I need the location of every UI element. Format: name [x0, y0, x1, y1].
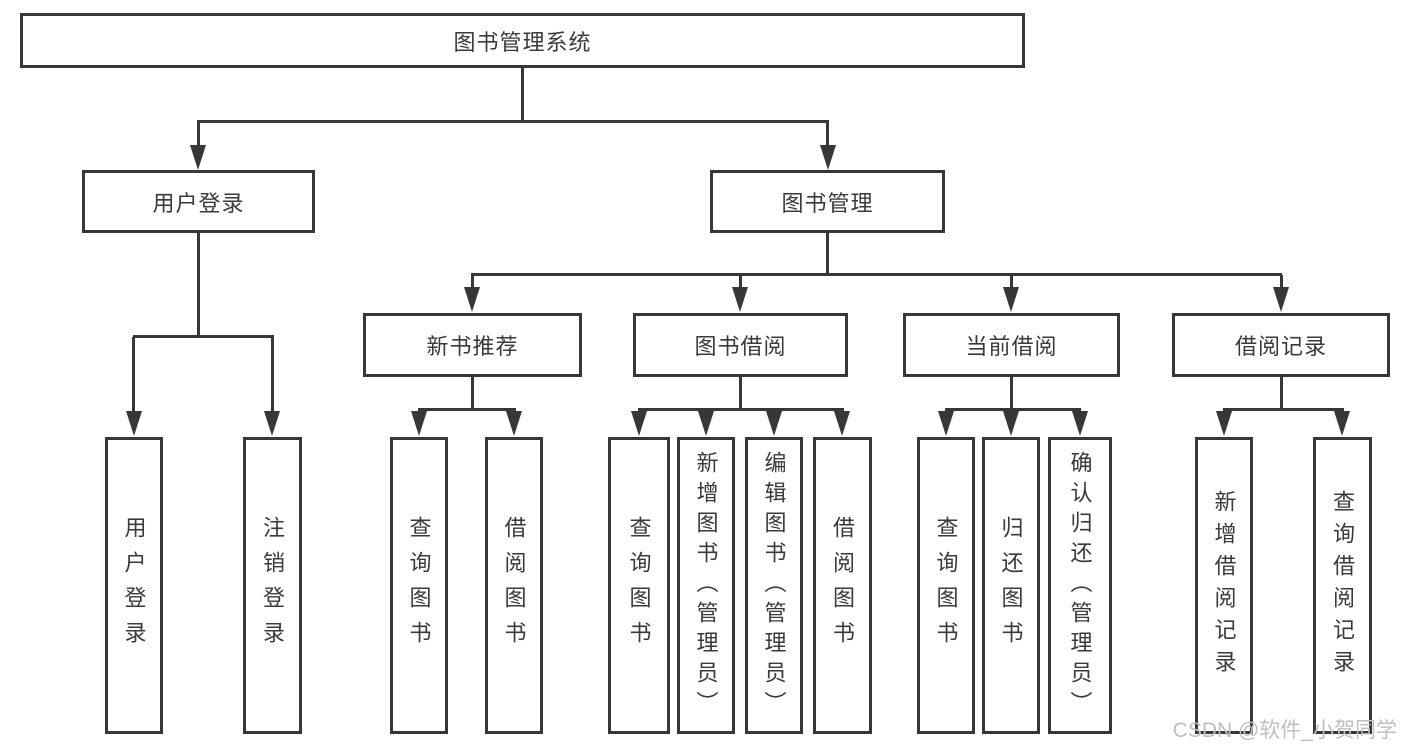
leaf-user-login: 用户登录	[105, 437, 163, 734]
arrow-down-icon	[732, 287, 748, 312]
arrow-down-icon	[766, 411, 782, 436]
arrow-down-icon	[820, 145, 836, 170]
node-label: 新书推荐	[426, 334, 519, 359]
arrow-down-icon	[190, 145, 206, 170]
connector-line	[826, 233, 829, 275]
leaf-newrec-query-books: 查询图书	[390, 437, 448, 734]
node-label: 用户登录	[152, 190, 245, 216]
connector-line	[471, 273, 1282, 276]
connector-line	[1010, 377, 1013, 410]
leaf-current-confirm-return-admin: 确认归还（管理员）	[1048, 437, 1112, 734]
node-current-borrowing: 当前借阅	[903, 313, 1120, 377]
connector-line	[1280, 377, 1283, 410]
connector-line	[133, 335, 274, 338]
watermark: CSDN @软件_小贺同学	[1172, 719, 1397, 742]
leaf-label: 借阅图书	[501, 515, 527, 656]
node-new-book-recommend: 新书推荐	[363, 313, 582, 377]
node-library-management-system: 图书管理系统	[20, 13, 1025, 68]
leaf-label: 查询图书	[626, 515, 652, 656]
leaf-label: 注销登录	[260, 515, 286, 656]
arrow-down-icon	[126, 411, 142, 436]
leaf-label: 查询借阅记录	[1330, 489, 1356, 682]
leaf-borrow-borrow-books: 借阅图书	[813, 437, 872, 734]
leaf-label: 归还图书	[998, 515, 1024, 656]
leaf-borrow-add-books-admin: 新增图书（管理员）	[677, 437, 735, 734]
arrow-down-icon	[464, 287, 480, 312]
connector-line	[197, 120, 829, 123]
connector-line	[1010, 275, 1013, 289]
node-borrowing-records: 借阅记录	[1172, 313, 1390, 377]
arrow-down-icon	[698, 411, 714, 436]
arrow-down-icon	[506, 411, 522, 436]
arrow-down-icon	[1003, 287, 1019, 312]
connector-line	[1280, 275, 1283, 289]
node-label: 图书借阅	[694, 334, 787, 359]
leaf-newrec-borrow-books: 借阅图书	[485, 437, 543, 734]
leaf-label: 查询图书	[933, 515, 959, 656]
connector-line	[521, 68, 524, 122]
connector-line	[826, 122, 829, 146]
connector-line	[471, 377, 474, 410]
leaf-label: 新增借阅记录	[1211, 489, 1237, 682]
connector-line	[418, 408, 516, 411]
connector-line	[197, 122, 200, 146]
leaf-current-query-books: 查询图书	[917, 437, 975, 734]
leaf-label: 新增图书（管理员）	[693, 450, 719, 721]
connector-line	[739, 377, 742, 410]
connector-line	[132, 337, 135, 413]
connector-line	[471, 275, 474, 289]
connector-line	[739, 275, 742, 289]
connector-line	[638, 408, 844, 411]
connector-line	[197, 233, 200, 337]
connector-line	[271, 337, 274, 413]
connector-line	[945, 408, 1081, 411]
leaf-logout: 注销登录	[243, 437, 302, 734]
arrow-down-icon	[1003, 411, 1019, 436]
arrow-down-icon	[631, 411, 647, 436]
node-label: 图书管理系统	[453, 29, 592, 55]
leaf-borrow-query-books: 查询图书	[608, 437, 670, 734]
leaf-label: 确认归还（管理员）	[1067, 450, 1093, 721]
leaf-records-add-record: 新增借阅记录	[1195, 437, 1253, 734]
leaf-borrow-edit-books-admin: 编辑图书（管理员）	[745, 437, 803, 734]
arrow-down-icon	[1072, 411, 1088, 436]
node-label: 图书管理	[781, 190, 874, 216]
arrow-down-icon	[411, 411, 427, 436]
connector-line	[1223, 408, 1344, 411]
arrow-down-icon	[264, 411, 280, 436]
leaf-records-query-record: 查询借阅记录	[1313, 437, 1372, 734]
node-book-management: 图书管理	[710, 170, 945, 233]
arrow-down-icon	[1273, 287, 1289, 312]
node-label: 借阅记录	[1234, 334, 1327, 359]
node-user-login: 用户登录	[82, 170, 315, 233]
leaf-label: 查询图书	[406, 515, 432, 656]
node-label: 当前借阅	[965, 334, 1058, 359]
arrow-down-icon	[938, 411, 954, 436]
node-book-borrowing: 图书借阅	[633, 313, 848, 377]
arrow-down-icon	[1216, 411, 1232, 436]
arrow-down-icon	[834, 411, 850, 436]
leaf-current-return-books: 归还图书	[982, 437, 1040, 734]
leaf-label: 借阅图书	[830, 515, 856, 656]
leaf-label: 用户登录	[121, 515, 147, 656]
arrow-down-icon	[1334, 411, 1350, 436]
leaf-label: 编辑图书（管理员）	[761, 450, 787, 721]
